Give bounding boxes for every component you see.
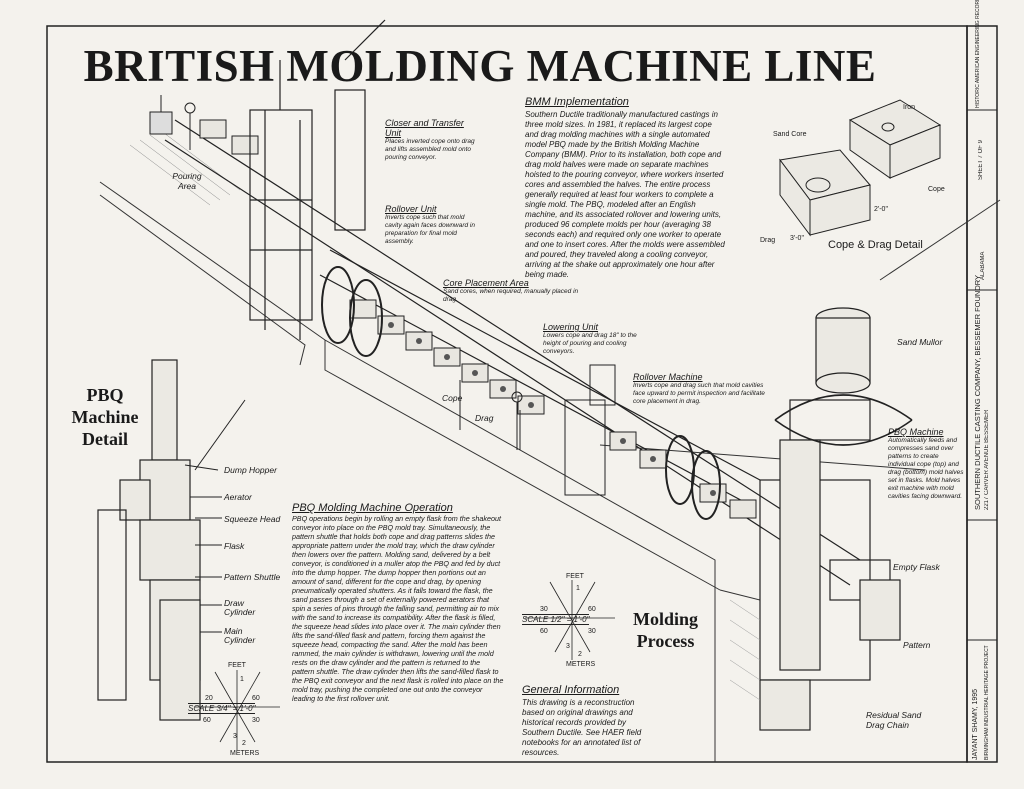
scale-mid-tick-1: 1 — [576, 585, 580, 592]
scale-mid-tick-2: 2 — [578, 651, 582, 658]
lowering-body: Lowers cope and drag 18" to the height o… — [543, 332, 637, 355]
title-block-sheet: SHEET 7 OF 9 — [978, 140, 984, 180]
scale-left-tick-60b: 60 — [203, 717, 211, 724]
pbq-machine-callout: PBQ Machine Automatically feeds and comp… — [888, 427, 964, 501]
residual-sand-label: Residual Sand Drag Chain — [866, 710, 922, 730]
rollover-unit-heading: Rollover Unit — [385, 204, 437, 214]
pbq-operation-heading: PBQ Molding Machine Operation — [292, 502, 453, 514]
part-aerator: Aerator — [224, 492, 252, 502]
title-block-delineator: JAYANT SHAMY, 1995 — [972, 688, 979, 760]
drawing-title: BRITISH MOLDING MACHINE LINE — [83, 41, 877, 91]
title-block-agency: HISTORIC AMERICAN ENGINEERING RECORD — [975, 0, 981, 108]
scale-left-tick-2: 2 — [242, 740, 246, 747]
rollover-machine-body: Inverts cope and drag such that mold cav… — [633, 382, 765, 405]
scale-left-tick-30: 30 — [252, 717, 260, 724]
drag-detail-label: Drag — [760, 237, 776, 244]
general-info-heading: General Information — [522, 684, 620, 696]
molding-process-label: Molding Process — [632, 609, 698, 651]
scale-mid-tick-60b: 60 — [540, 628, 548, 635]
closer-body: Places inverted cope onto drag and lifts… — [385, 138, 475, 161]
core-placement-body: Sand cores, when required, manually plac… — [443, 288, 579, 303]
cope-label: Cope — [442, 393, 463, 403]
rollover-machine-callout: Rollover Machine Inverts cope and drag s… — [633, 372, 765, 406]
part-squeeze-head: Squeeze Head — [224, 514, 281, 524]
core-placement-callout: Core Placement Area Sand cores, when req… — [443, 278, 593, 304]
part-main-cylinder: Main Cylinder — [224, 626, 256, 645]
scale-left-meters: METERS — [230, 750, 260, 757]
pbq-machine-body: Automatically feeds and compresses sand … — [888, 437, 964, 500]
scale-left-tick-20: 20 — [205, 695, 213, 702]
rollover-machine-heading: Rollover Machine — [633, 372, 703, 382]
scale-left-tick-3: 3 — [233, 733, 237, 740]
scale-left-tick-60a: 60 — [252, 695, 260, 702]
title-block-project: SOUTHERN DUCTILE CASTING COMPANY, BESSEM… — [973, 274, 982, 510]
scale-mid-tick-30: 30 — [540, 606, 548, 613]
pouring-area-label: Pouring Area — [172, 171, 202, 191]
lowering-callout: Lowering Unit Lowers cope and drag 18" t… — [543, 322, 653, 356]
bmm-body: Southern Ductile traditionally manufactu… — [525, 110, 725, 279]
bmm-heading: BMM Implementation — [525, 96, 629, 108]
part-flask: Flask — [224, 541, 245, 551]
scale-mid-feet: FEET — [566, 573, 584, 580]
core-placement-heading: Core Placement Area — [443, 278, 529, 288]
pattern-label: Pattern — [903, 640, 931, 650]
pbq-machine-detail-label: PBQ Machine Detail — [71, 385, 139, 449]
scale-mid-tick-30b: 30 — [588, 628, 596, 635]
empty-flask-label: Empty Flask — [893, 562, 940, 572]
closer-callout: Closer and Transfer Unit Places inverted… — [385, 118, 475, 162]
cope-detail-label: Cope — [928, 186, 945, 193]
pbq-operation-body: PBQ operations begin by rolling an empty… — [292, 514, 504, 703]
dimension-width: 3'-0" — [790, 235, 804, 242]
part-pattern-shuttle: Pattern Shuttle — [224, 572, 281, 582]
drag-label: Drag — [475, 413, 494, 423]
title-block-address: 2217 CARVER AVENUE BESSEMER — [984, 409, 990, 511]
rollover-unit-body: Inverts cope such that mold cavity again… — [385, 214, 475, 245]
scale-mid-tick-3: 3 — [566, 643, 570, 650]
scale-left-text: SCALE 3/4" = 1'-0" — [188, 703, 256, 714]
title-block-program: BIRMINGHAM INDUSTRIAL HERITAGE PROJECT — [984, 645, 990, 760]
closer-heading: Closer and Transfer Unit — [385, 118, 464, 138]
title-block-state: ALABAMA — [980, 251, 986, 280]
dimension-height: 2'-0" — [874, 206, 888, 213]
cope-drag-detail-label: Cope & Drag Detail — [828, 239, 923, 251]
iron-label: Iron — [903, 104, 916, 111]
general-info-body: This drawing is a reconstruction based o… — [522, 698, 642, 757]
sand-core-label: Sand Core — [773, 131, 807, 138]
sand-mullor-label: Sand Mullor — [897, 337, 943, 347]
pbq-machine-heading: PBQ Machine — [888, 427, 944, 437]
part-draw-cylinder: Draw Cylinder — [224, 598, 256, 617]
scale-left-feet: FEET — [228, 662, 246, 669]
scale-mid-meters: METERS — [566, 661, 596, 668]
scale-mid-text: SCALE 1/2" = 1'-0" — [522, 614, 590, 625]
lowering-heading: Lowering Unit — [543, 322, 599, 332]
part-dump-hopper: Dump Hopper — [224, 465, 277, 475]
rollover-unit-callout: Rollover Unit Inverts cope such that mol… — [385, 204, 475, 246]
scale-left-tick-1: 1 — [240, 676, 244, 683]
scale-mid-tick-60a: 60 — [588, 606, 596, 613]
